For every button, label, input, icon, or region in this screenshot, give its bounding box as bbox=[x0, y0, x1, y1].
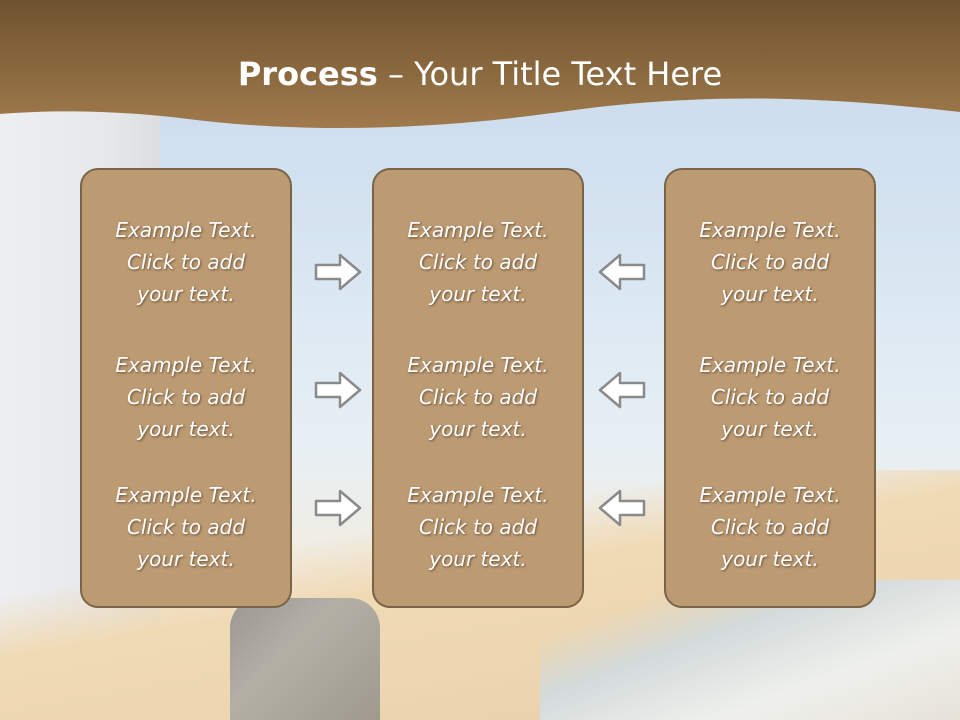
arrow-right-icon bbox=[314, 371, 362, 409]
text-item[interactable]: Example Text. Click to add your text. bbox=[115, 218, 257, 306]
arrow-right-icon bbox=[314, 253, 362, 291]
text-item[interactable]: Example Text. Click to add your text. bbox=[699, 483, 841, 571]
side-mirror-image bbox=[230, 598, 380, 720]
title-bold: Process bbox=[237, 55, 378, 93]
text-item[interactable]: Example Text. Click to add your text. bbox=[115, 353, 257, 441]
process-box-right[interactable]: Example Text. Click to add your text. Ex… bbox=[664, 168, 876, 608]
arrow-right-icon bbox=[314, 489, 362, 527]
text-item[interactable]: Example Text. Click to add your text. bbox=[407, 483, 549, 571]
title-rest: – Your Title Text Here bbox=[377, 55, 723, 93]
arrow-left-icon bbox=[598, 253, 646, 291]
arrow-left-icon bbox=[598, 371, 646, 409]
slide-title[interactable]: Process – Your Title Text Here bbox=[0, 52, 960, 96]
text-item[interactable]: Example Text. Click to add your text. bbox=[407, 218, 549, 306]
process-box-center[interactable]: Example Text. Click to add your text. Ex… bbox=[372, 168, 584, 608]
text-item[interactable]: Example Text. Click to add your text. bbox=[407, 353, 549, 441]
process-box-left[interactable]: Example Text. Click to add your text. Ex… bbox=[80, 168, 292, 608]
text-item[interactable]: Example Text. Click to add your text. bbox=[699, 353, 841, 441]
text-item[interactable]: Example Text. Click to add your text. bbox=[699, 218, 841, 306]
text-item[interactable]: Example Text. Click to add your text. bbox=[115, 483, 257, 571]
header-band bbox=[0, 0, 960, 129]
arrow-left-icon bbox=[598, 489, 646, 527]
